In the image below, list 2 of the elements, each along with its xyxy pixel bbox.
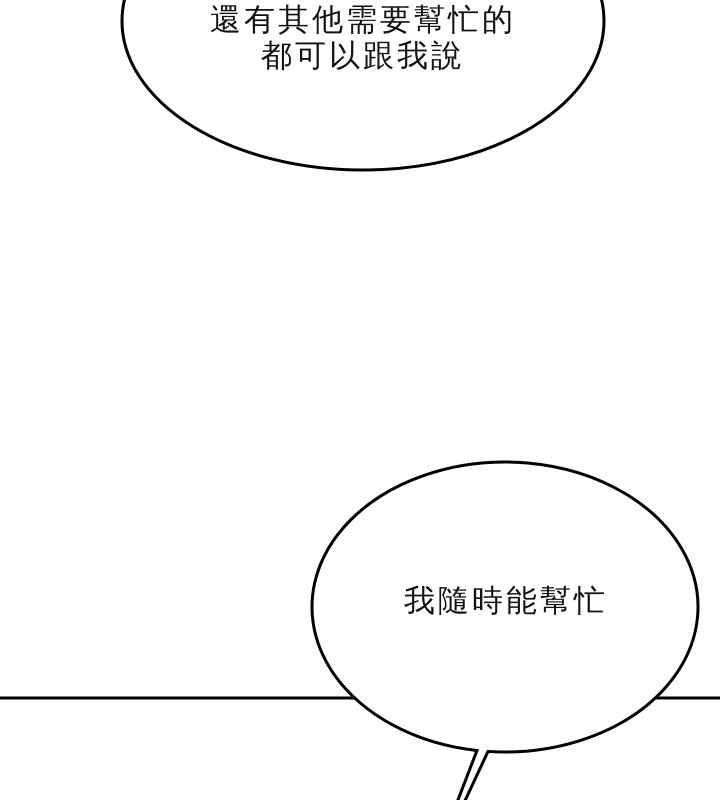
- speech-text: 我隨時能幫忙: [403, 583, 609, 619]
- speech-text: 還有其他需要幫忙的都可以跟我說: [209, 2, 517, 74]
